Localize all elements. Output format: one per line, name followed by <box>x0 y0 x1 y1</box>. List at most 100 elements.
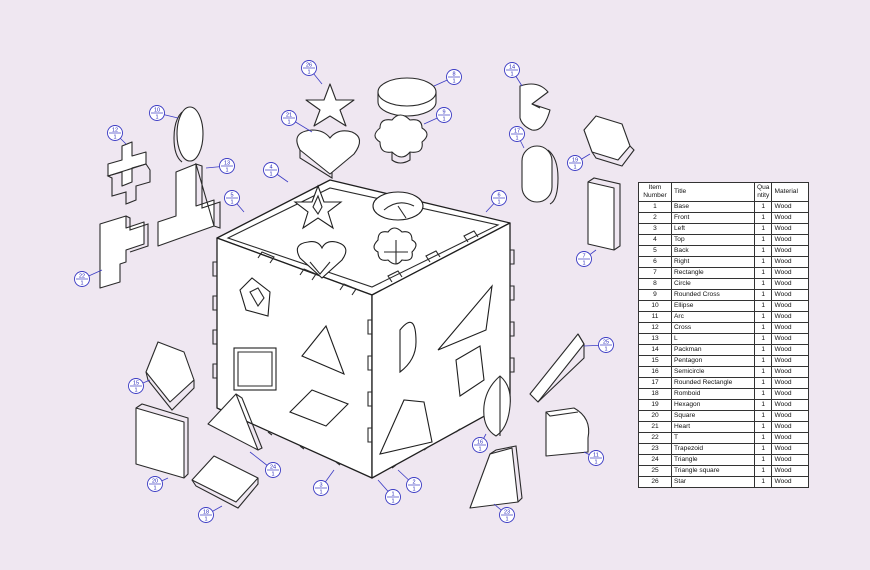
item-balloon-11: 111 <box>588 450 604 466</box>
item-balloon-5: 51 <box>224 190 240 206</box>
heart-block <box>296 129 361 179</box>
balloon-item-number: 11 <box>593 453 599 459</box>
balloon-quantity: 1 <box>134 388 137 394</box>
bom-cell-item-number: 2 <box>638 212 672 224</box>
balloon-quantity: 1 <box>573 165 576 171</box>
bom-cell-title: Rounded Cross <box>671 289 755 301</box>
bom-cell-material: Wood <box>771 300 810 312</box>
bom-cell-material: Wood <box>771 454 810 466</box>
bom-cell-material: Wood <box>771 388 810 400</box>
triangle-square-hole <box>437 284 493 351</box>
bom-cell-quantity: 1 <box>753 399 773 411</box>
bom-cell-quantity: 1 <box>753 300 773 312</box>
bom-cell-item-number: 23 <box>638 443 672 455</box>
bom-cell-title: Heart <box>671 421 755 433</box>
triangle-block <box>207 393 263 451</box>
balloon-quantity: 1 <box>452 79 455 85</box>
bom-cell-material: Wood <box>771 234 810 246</box>
bom-cell-title: Romboid <box>671 388 755 400</box>
balloon-quantity: 1 <box>412 487 415 493</box>
balloon-item-number: 1 <box>391 492 394 498</box>
bom-cell-item-number: 14 <box>638 344 672 356</box>
bom-cell-material: Wood <box>771 256 810 268</box>
bom-cell-title: Semicircle <box>671 366 755 378</box>
balloon-item-number: 4 <box>269 165 272 171</box>
triangle-hole <box>301 324 345 376</box>
bom-cell-quantity: 1 <box>753 465 773 477</box>
bom-cell-quantity: 1 <box>753 289 773 301</box>
bom-cell-item-number: 1 <box>638 201 672 213</box>
shape-sorter-cube <box>212 179 515 479</box>
balloon-item-number: 5 <box>230 193 233 199</box>
bom-cell-quantity: 1 <box>753 322 773 334</box>
item-balloon-21: 211 <box>281 110 297 126</box>
bom-cell-title: Pentagon <box>671 355 755 367</box>
item-balloon-9: 91 <box>436 107 452 123</box>
bom-cell-quantity: 1 <box>753 201 773 213</box>
bom-cell-material: Wood <box>771 465 810 477</box>
star-block <box>305 83 355 127</box>
bom-cell-material: Wood <box>771 476 810 488</box>
item-balloon-17: 171 <box>509 126 525 142</box>
triangle-square-block <box>529 333 585 403</box>
cross-block <box>106 141 151 205</box>
balloon-quantity: 1 <box>155 115 158 121</box>
balloon-quantity: 1 <box>391 499 394 505</box>
item-balloon-2: 21 <box>406 477 422 493</box>
balloon-item-number: 12 <box>112 128 118 134</box>
bom-cell-item-number: 8 <box>638 278 672 290</box>
bom-cell-item-number: 18 <box>638 388 672 400</box>
item-balloon-18: 181 <box>198 507 214 523</box>
bom-cell-quantity: 1 <box>753 234 773 246</box>
bom-cell-quantity: 1 <box>753 377 773 389</box>
balloon-item-number: 14 <box>509 65 515 71</box>
romboid-block <box>191 455 259 509</box>
balloon-item-number: 26 <box>306 63 312 69</box>
bom-cell-material: Wood <box>771 322 810 334</box>
bom-cell-quantity: 1 <box>753 432 773 444</box>
balloon-quantity: 1 <box>515 136 518 142</box>
arc-block <box>545 407 590 457</box>
bom-cell-quantity: 1 <box>753 454 773 466</box>
balloon-quantity: 1 <box>604 347 607 353</box>
bom-cell-item-number: 20 <box>638 410 672 422</box>
bom-cell-quantity: 1 <box>753 476 773 488</box>
item-balloon-13: 131 <box>219 158 235 174</box>
bom-cell-title: Trapezoid <box>671 443 755 455</box>
square-block <box>135 403 189 479</box>
bom-cell-title: Packman <box>671 344 755 356</box>
balloon-quantity: 1 <box>230 200 233 206</box>
header-item-line2: Number <box>643 192 667 199</box>
item-balloon-26: 261 <box>301 60 317 76</box>
balloon-quantity: 1 <box>497 200 500 206</box>
item-balloon-24: 241 <box>265 462 281 478</box>
bom-header-title: Title <box>671 182 755 202</box>
bom-cell-item-number: 15 <box>638 355 672 367</box>
bom-cell-material: Wood <box>771 399 810 411</box>
bom-cell-material: Wood <box>771 278 810 290</box>
item-balloon-7: 71 <box>576 251 592 267</box>
item-balloon-8: 81 <box>446 69 462 85</box>
bom-cell-material: Wood <box>771 245 810 257</box>
item-balloon-6: 61 <box>491 190 507 206</box>
bom-cell-item-number: 16 <box>638 366 672 378</box>
bom-cell-quantity: 1 <box>753 212 773 224</box>
balloon-item-number: 7 <box>582 254 585 260</box>
balloon-item-number: 10 <box>154 108 160 114</box>
bom-cell-title: Ellipse <box>671 300 755 312</box>
bom-cell-material: Wood <box>771 377 810 389</box>
balloon-item-number: 16 <box>477 440 483 446</box>
item-balloon-1: 11 <box>385 489 401 505</box>
bom-cell-quantity: 1 <box>753 344 773 356</box>
t-block <box>99 215 149 289</box>
